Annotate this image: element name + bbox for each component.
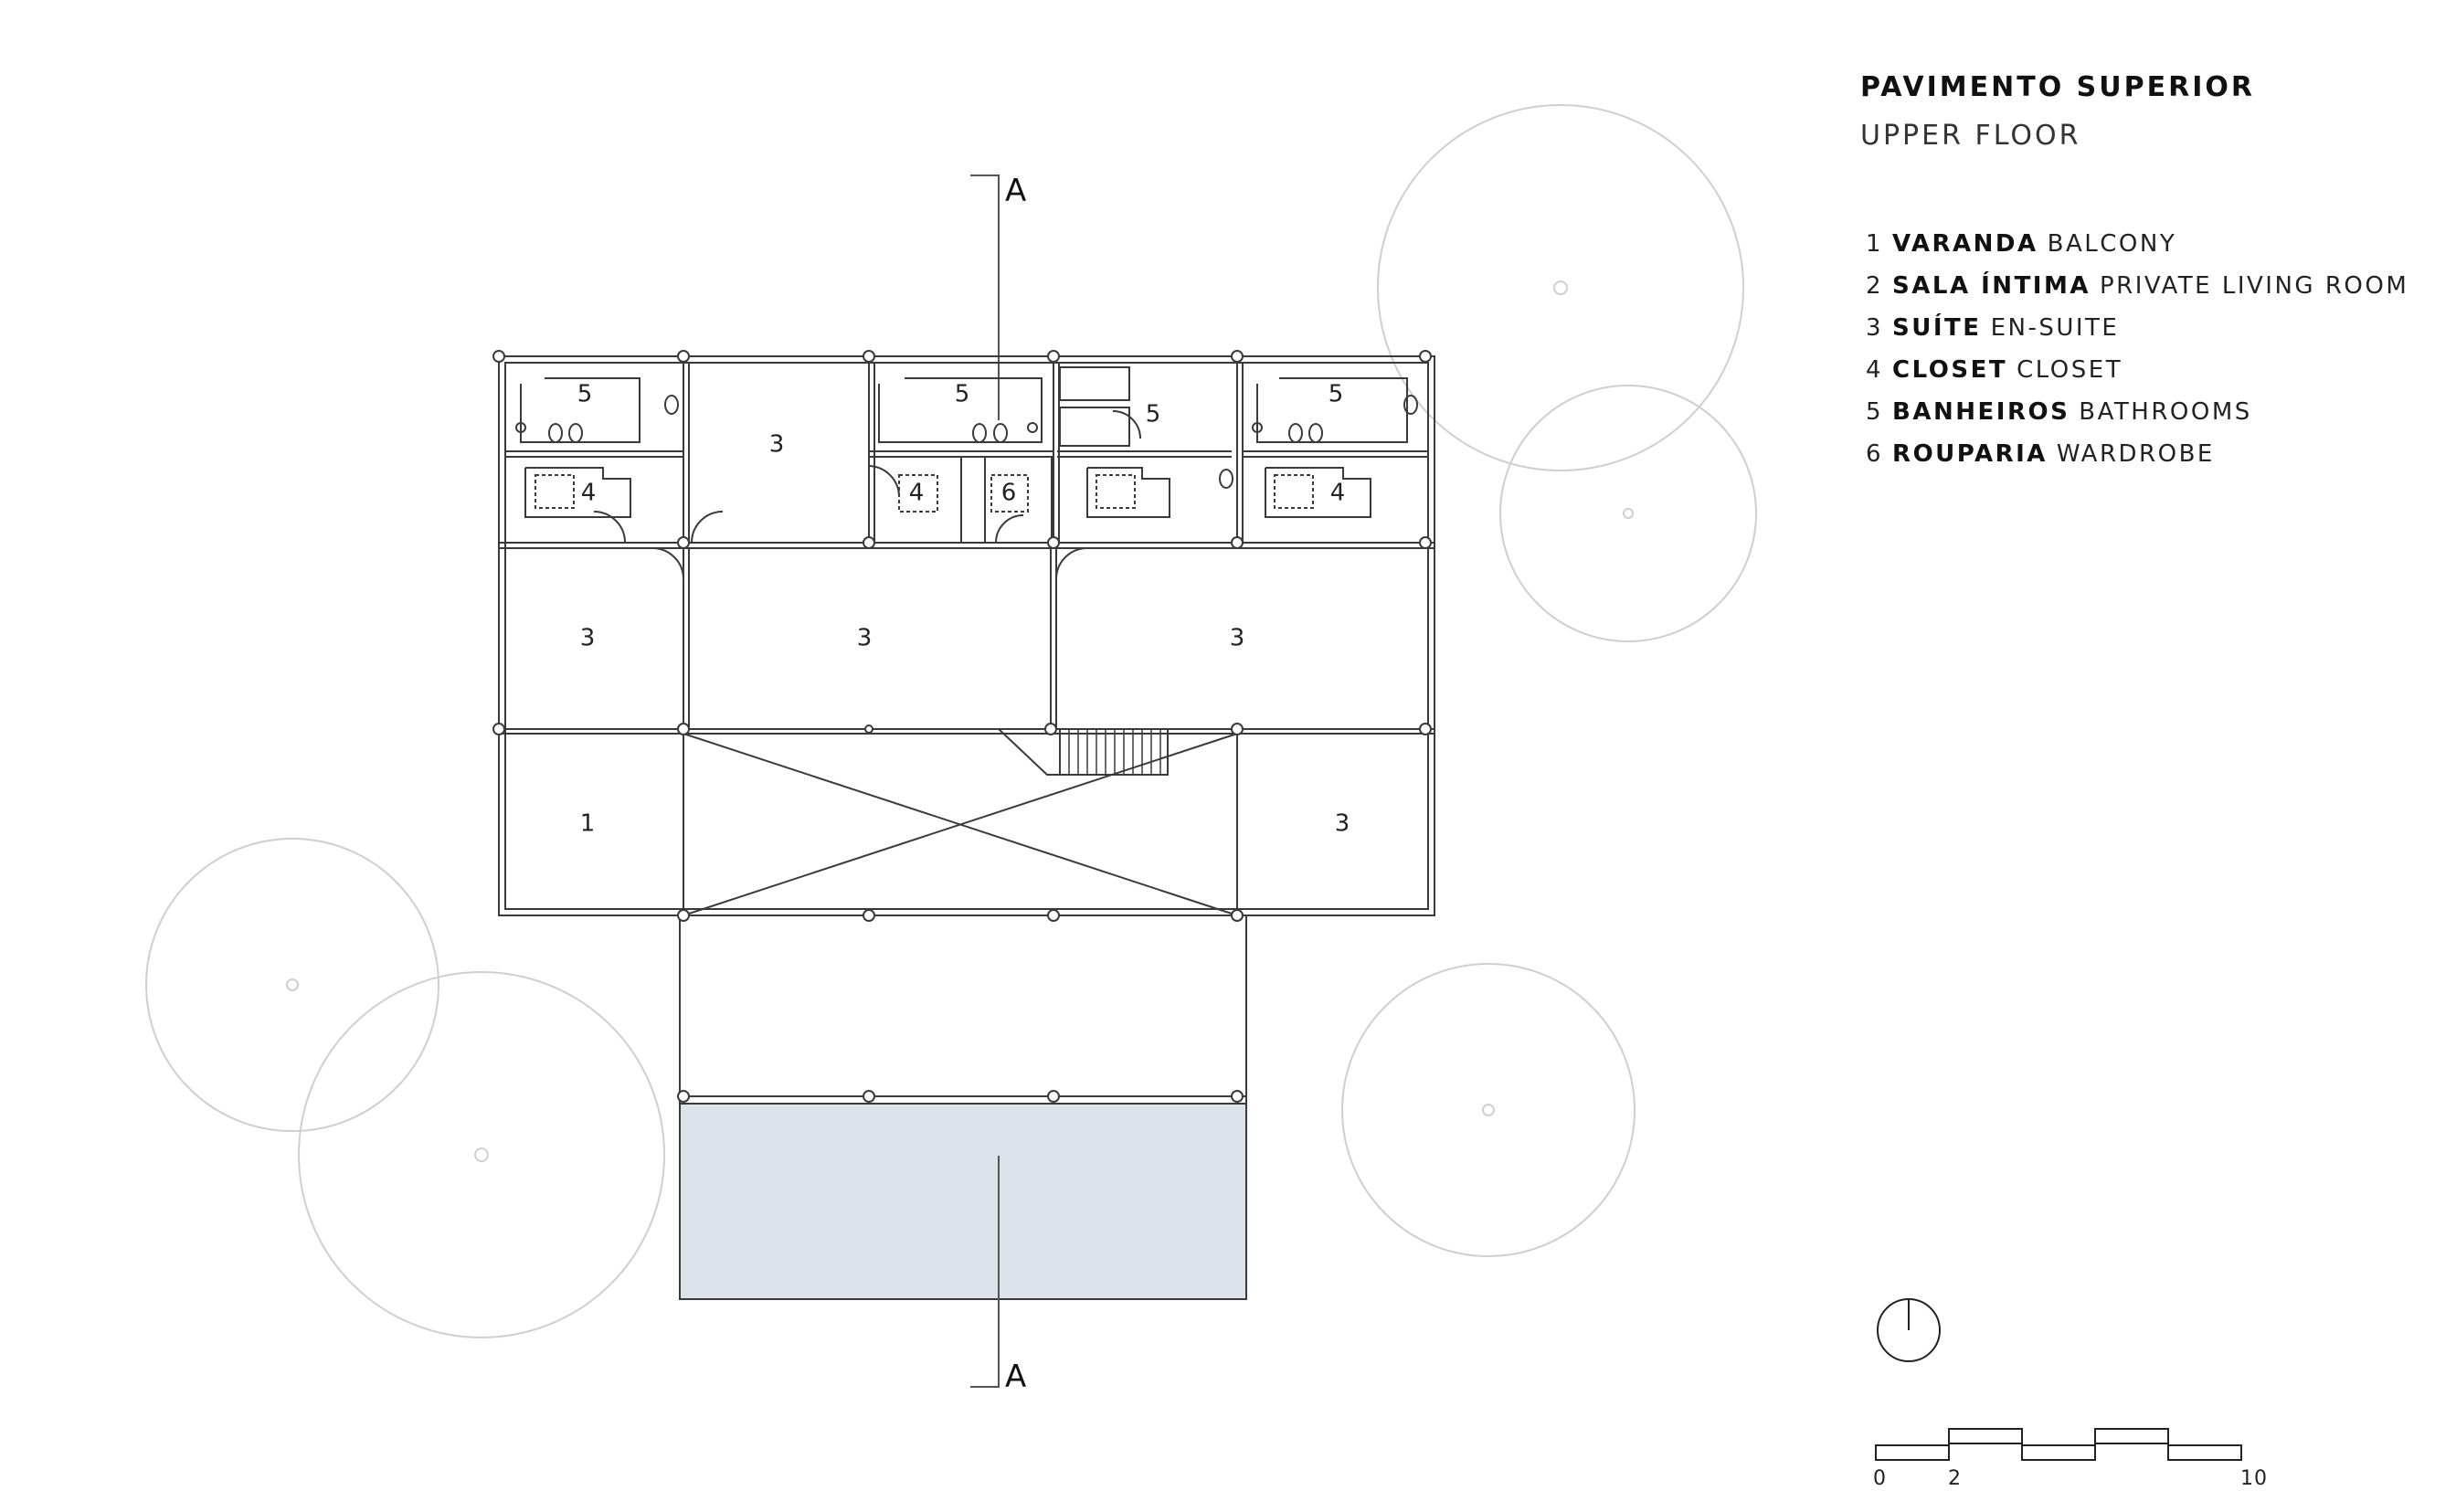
column xyxy=(677,909,690,922)
legend-term-pt: CLOSET xyxy=(1892,356,2008,384)
column xyxy=(1231,536,1244,549)
legend-term-pt: SUÍTE xyxy=(1892,314,1982,342)
room-label-suite-top: 3 xyxy=(769,431,785,459)
scale-label-start: 0 xyxy=(1873,1467,1887,1490)
room-label-closet-1: 4 xyxy=(581,480,597,507)
legend-term-pt: ROUPARIA xyxy=(1892,440,2048,468)
columns xyxy=(492,350,1432,1103)
column xyxy=(1419,723,1432,735)
room-label-suite-left: 3 xyxy=(580,625,596,652)
room-label-closet-2: 4 xyxy=(909,480,925,507)
legend-term-en: CLOSET xyxy=(2017,356,2123,384)
section-cut-line xyxy=(970,174,1000,1388)
closet-fixtures xyxy=(524,467,1371,518)
tree xyxy=(1341,963,1636,1257)
legend-item: 3 SUÍTE EN-SUITE xyxy=(1866,307,2408,349)
legend-item: 1 VARANDA BALCONY xyxy=(1866,223,2408,265)
plan-title: PAVIMENTO SUPERIOR xyxy=(1860,71,2255,103)
column xyxy=(677,536,690,549)
legend-number: 3 xyxy=(1866,314,1884,342)
legend-term-en: EN-SUITE xyxy=(1990,314,2120,342)
legend-number: 1 xyxy=(1866,230,1884,258)
pergola-frame xyxy=(679,915,1247,1104)
stair xyxy=(1068,729,1161,775)
legend-term-pt: SALA ÍNTIMA xyxy=(1892,272,2091,300)
tree xyxy=(1377,104,1744,471)
north-arrow-icon xyxy=(1877,1298,1941,1362)
room-label-bath-3: 5 xyxy=(1146,401,1161,428)
scale-bar xyxy=(1875,1428,2242,1461)
door-swings xyxy=(593,410,1141,580)
column xyxy=(1419,350,1432,363)
room-label-suite-right: 3 xyxy=(1230,625,1245,652)
room-label-wardrobe: 6 xyxy=(1001,480,1017,507)
column xyxy=(1047,1090,1060,1103)
room-legend: 1 VARANDA BALCONY 2 SALA ÍNTIMA PRIVATE LIVI… xyxy=(1866,223,2408,475)
column xyxy=(492,723,505,735)
building-walls xyxy=(498,355,1435,916)
tree xyxy=(145,838,439,1132)
column xyxy=(1419,536,1432,549)
room-label-closet-3: 4 xyxy=(1330,480,1346,507)
scale-label-end: 10 xyxy=(2240,1467,2268,1490)
plan-subtitle: UPPER FLOOR xyxy=(1860,120,2081,152)
column xyxy=(863,1090,875,1103)
room-label-balcony: 1 xyxy=(580,810,596,838)
section-label-bottom: A xyxy=(1005,1359,1026,1395)
column xyxy=(1231,1090,1244,1103)
legend-term-en: PRIVATE LIVING ROOM xyxy=(2099,272,2409,300)
room-label-bath-2: 5 xyxy=(955,381,970,408)
scale-label-mid: 2 xyxy=(1948,1467,1962,1490)
legend-item: 2 SALA ÍNTIMA PRIVATE LIVING ROOM xyxy=(1866,265,2408,307)
column xyxy=(1047,536,1060,549)
column xyxy=(677,350,690,363)
column xyxy=(492,350,505,363)
legend-term-pt: VARANDA xyxy=(1892,230,2038,258)
column xyxy=(864,724,873,734)
legend-term-pt: BANHEIROS xyxy=(1892,398,2070,426)
column xyxy=(1231,723,1244,735)
column xyxy=(863,909,875,922)
column xyxy=(1044,723,1057,735)
trees xyxy=(145,104,1757,1338)
room-label-bath-4: 5 xyxy=(1329,381,1344,408)
legend-number: 6 xyxy=(1866,440,1884,468)
column xyxy=(1231,909,1244,922)
legend-item: 5 BANHEIROS BATHROOMS xyxy=(1866,391,2408,433)
column xyxy=(863,350,875,363)
section-label-top: A xyxy=(1005,173,1026,209)
column xyxy=(677,723,690,735)
legend-term-en: BALCONY xyxy=(2047,230,2177,258)
title-block: PAVIMENTO SUPERIOR UPPER FLOOR xyxy=(1860,71,2255,152)
column xyxy=(1047,909,1060,922)
legend-item: 4 CLOSET CLOSET xyxy=(1866,349,2408,391)
column xyxy=(677,1090,690,1103)
legend-number: 5 xyxy=(1866,398,1884,426)
room-label-suite-bottom-right: 3 xyxy=(1335,810,1350,838)
pool xyxy=(679,1103,1247,1300)
column xyxy=(1231,350,1244,363)
tree xyxy=(298,971,665,1338)
room-labels: 5 5 5 5 3 4 4 4 6 3 3 3 1 3 xyxy=(577,381,1350,838)
column xyxy=(863,536,875,549)
bathroom-fixtures xyxy=(515,366,1418,489)
legend-term-en: BATHROOMS xyxy=(2079,398,2252,426)
legend-term-en: WARDROBE xyxy=(2056,440,2215,468)
room-label-suite-center: 3 xyxy=(857,625,873,652)
legend-number: 4 xyxy=(1866,356,1884,384)
legend-item: 6 ROUPARIA WARDROBE xyxy=(1866,433,2408,475)
room-label-bath-1: 5 xyxy=(577,381,593,408)
tree xyxy=(1499,385,1757,642)
column xyxy=(1047,350,1060,363)
legend-number: 2 xyxy=(1866,272,1884,300)
